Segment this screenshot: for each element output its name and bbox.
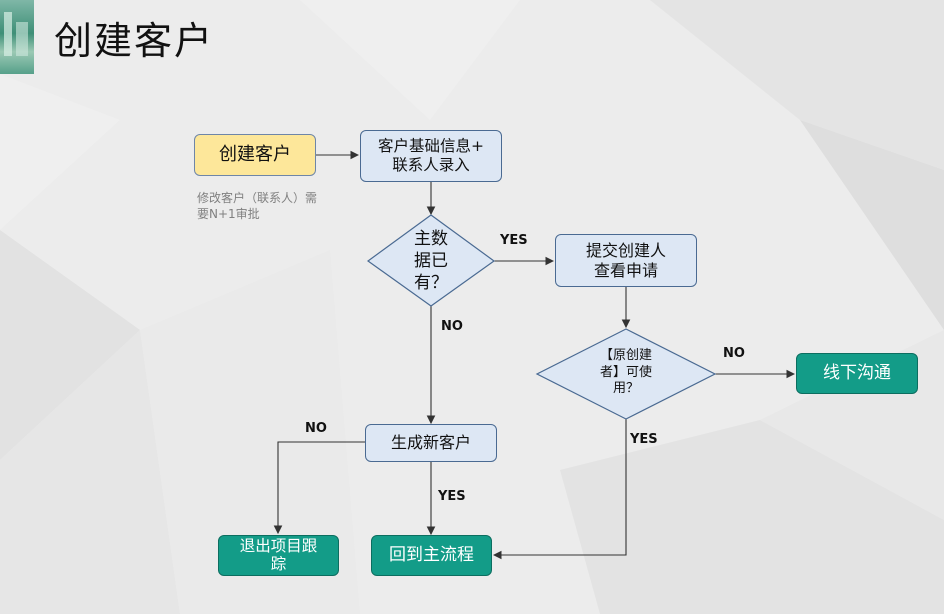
- node-offline: 线下沟通: [796, 353, 918, 394]
- logo-image: [0, 0, 34, 74]
- approval-note: 修改客户（联系人）需 要N+1审批: [197, 191, 318, 221]
- edge-label-no-new: NO: [305, 421, 327, 436]
- decision-diamond-master-data: [366, 214, 496, 307]
- node-back-main: 回到主流程: [371, 535, 492, 576]
- edge-label-yes-new: YES: [438, 489, 466, 504]
- node-basic-info: 客户基础信息+ 联系人录入: [360, 130, 502, 182]
- edge-label-yes-creator: YES: [630, 432, 658, 447]
- page-title: 创建客户: [54, 19, 215, 63]
- node-submit-request: 提交创建人 查看申请: [555, 234, 697, 287]
- edge-label-no-master: NO: [441, 319, 463, 334]
- node-new-customer: 生成新客户: [365, 424, 497, 462]
- edge-label-no-creator: NO: [723, 346, 745, 361]
- node-exit-tracking: 退出项目跟 踪: [218, 535, 339, 576]
- node-creator-usable-label: 【原创建 者】可使 用？: [599, 347, 652, 397]
- decision-diamond-creator: [535, 328, 717, 420]
- node-master-data-label: 主数 据已 有？: [414, 228, 448, 294]
- edge-label-yes-master: YES: [500, 233, 528, 248]
- node-create-customer: 创建客户: [194, 134, 316, 176]
